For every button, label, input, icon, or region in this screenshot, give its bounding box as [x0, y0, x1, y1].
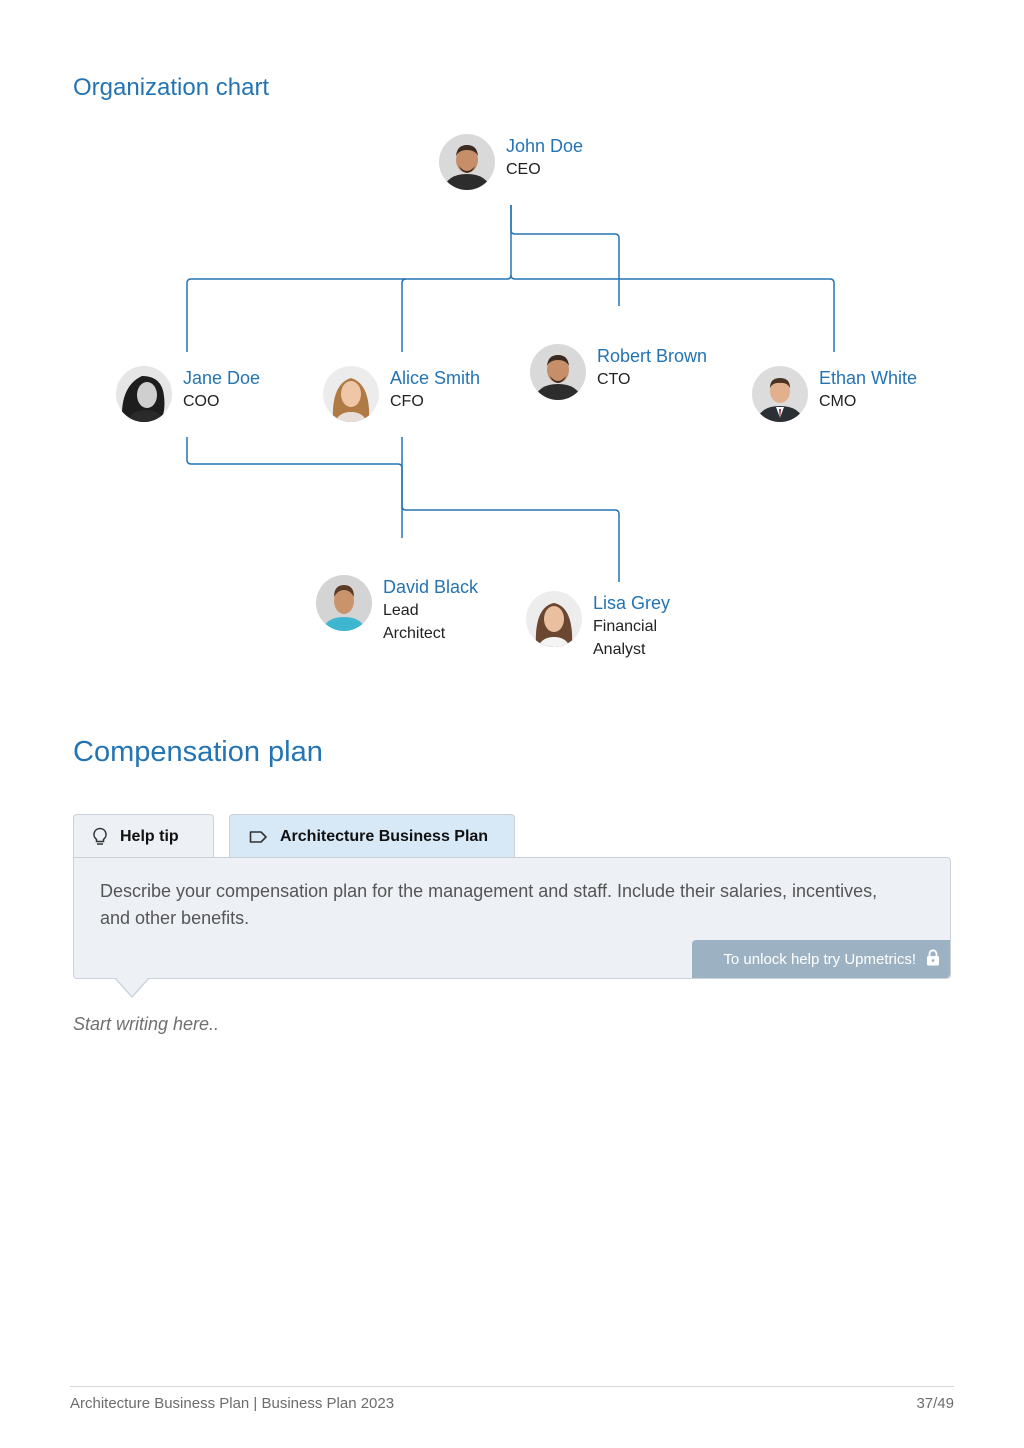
person-name: Robert Brown: [597, 346, 708, 366]
tab-label: Help tip: [120, 827, 179, 845]
org-chart-connectors: [186, 205, 835, 582]
person-name: Ethan White: [819, 368, 918, 388]
person-name: John Doe: [506, 136, 584, 156]
connector-cfo-financial-analyst: [401, 468, 620, 582]
person-name: Lisa Grey: [593, 593, 671, 613]
compensation-plan-title: Compensation plan: [73, 736, 323, 768]
person-role: CFO: [390, 393, 424, 410]
lock-icon: [926, 948, 940, 970]
connector-ceo-cmo: [510, 274, 835, 352]
person-name: Jane Doe: [183, 368, 261, 388]
footer-doc-title: Architecture Business Plan | Business Pl…: [70, 1395, 395, 1412]
connector-ceo-coo: [186, 205, 512, 352]
connector-ceo-cto: [510, 205, 620, 306]
person-name: David Black: [383, 577, 479, 597]
avatar-david-black: [316, 575, 372, 631]
start-writing-placeholder[interactable]: Start writing here..: [73, 1014, 220, 1034]
person-role: CTO: [597, 371, 631, 388]
footer-page-number: 37/49: [916, 1395, 954, 1412]
tip-pointer-fill: [115, 977, 149, 996]
avatar-alice-smith: [323, 366, 379, 422]
connector-coo-lead-architect: [186, 437, 403, 538]
tab-help-tip[interactable]: Help tip: [73, 814, 214, 858]
person-role: CMO: [819, 393, 857, 410]
avatar-lisa-grey: [526, 591, 582, 647]
avatar-robert-brown: [530, 344, 586, 400]
tab-label: Architecture Business Plan: [280, 827, 489, 845]
person-role: Financial Analyst: [593, 618, 658, 658]
person-role: Lead Architect: [383, 602, 446, 642]
lightbulb-icon: [92, 827, 108, 847]
org-chart-title: Organization chart: [73, 74, 270, 101]
person-name: Alice Smith: [390, 368, 481, 388]
avatar-ethan-white: [752, 366, 808, 422]
person-role: COO: [183, 393, 220, 410]
connector-ceo-cfo: [401, 278, 407, 352]
person-role: CEO: [506, 161, 541, 178]
unlock-label: To unlock help try Upmetrics!: [723, 950, 916, 968]
footer-divider: [70, 1386, 954, 1387]
tab-architecture-business-plan[interactable]: Architecture Business Plan: [229, 814, 515, 858]
unlock-upmetrics-button[interactable]: To unlock help try Upmetrics!: [692, 940, 950, 978]
tag-icon: [248, 827, 268, 847]
avatar-jane-doe: [116, 366, 172, 422]
help-tip-text: Describe your compensation plan for the …: [100, 881, 878, 928]
avatar-john-doe: [439, 134, 495, 190]
